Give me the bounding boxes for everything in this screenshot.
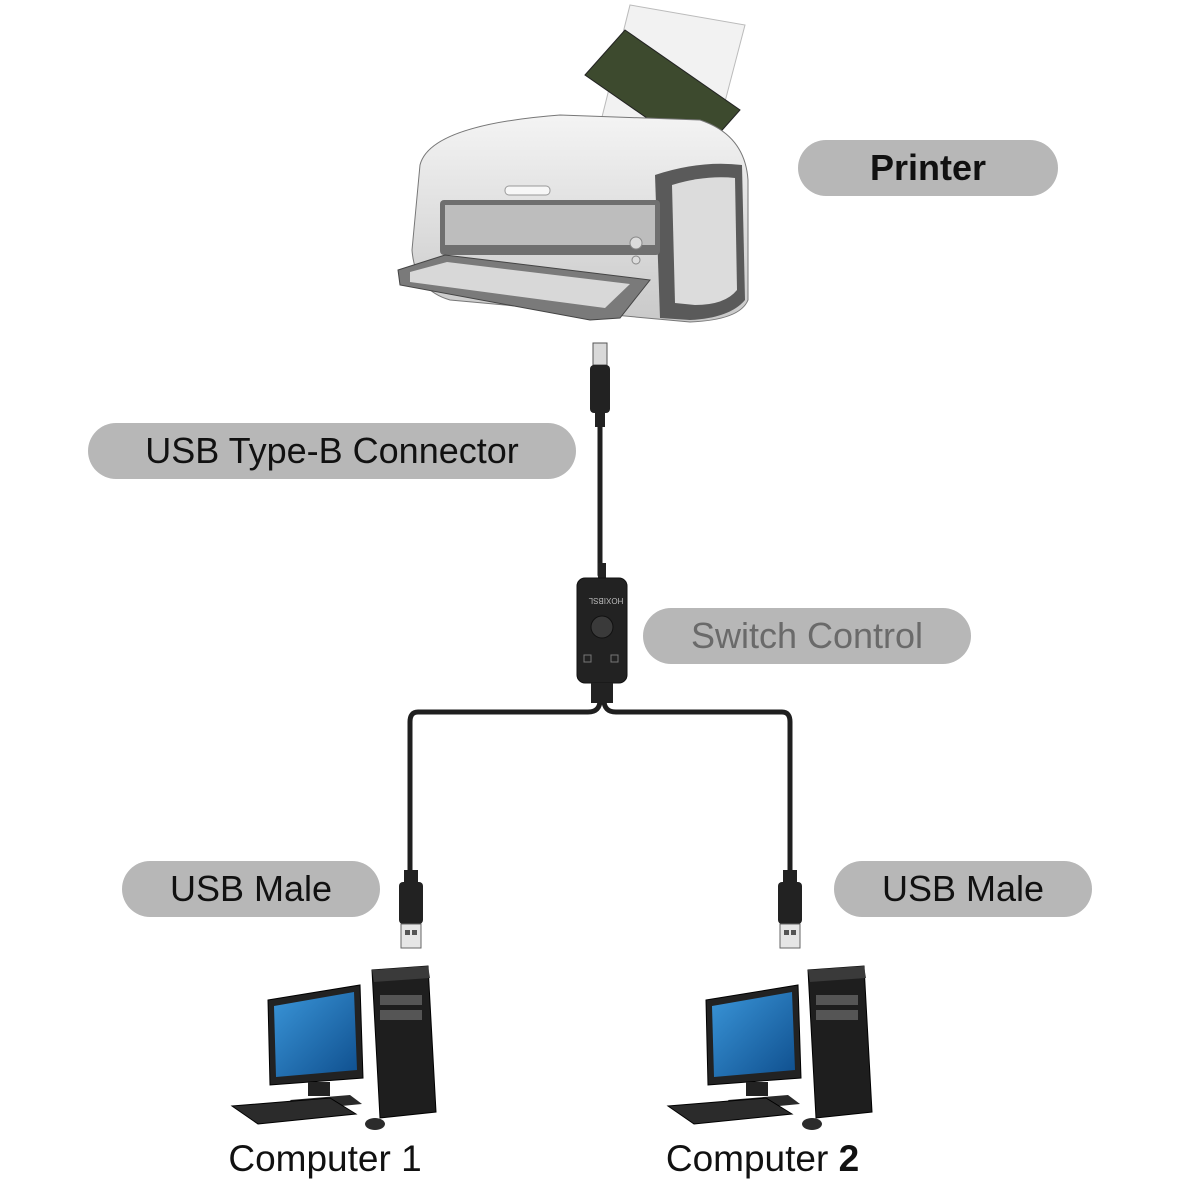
caption-computer-2: Computer 2 [640, 1138, 885, 1180]
switch-brand: HOXIBSL [588, 596, 623, 605]
label-usb-type-b-connector: USB Type-B Connector [88, 423, 576, 479]
caption-computer-2-number: 2 [838, 1138, 860, 1179]
computer-2-illustration [666, 965, 873, 1130]
computer-1-illustration [230, 965, 437, 1130]
usb-male-right-connector [778, 870, 802, 949]
caption-computer-1: Computer 1 [228, 1138, 422, 1179]
label-usb-male-right: USB Male [834, 861, 1092, 917]
cable-main [407, 422, 793, 873]
label-switch-control: Switch Control [643, 608, 971, 664]
printer-illustration [397, 4, 749, 323]
label-usb-male-left: USB Male [122, 861, 380, 917]
label-printer: Printer [798, 140, 1058, 196]
usb-male-left-connector [399, 870, 423, 949]
switch-box: HOXIBSL [576, 563, 628, 703]
caption-computer-2-prefix: Computer [665, 1138, 839, 1179]
switch-button[interactable] [590, 615, 614, 639]
usb-type-b-connector [590, 342, 610, 427]
